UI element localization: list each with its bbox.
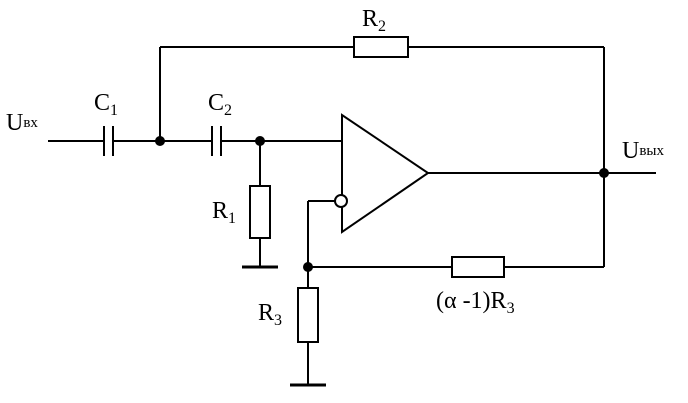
- resistor-r3: [297, 287, 319, 343]
- resistor-r1: [249, 185, 271, 239]
- label-c2: C2: [208, 90, 232, 119]
- feedback-r4-wire: [308, 173, 605, 268]
- label-r3: R3: [258, 300, 282, 329]
- junction-dot-c1-c2: [155, 136, 165, 146]
- junction-dot-output: [599, 168, 609, 178]
- resistor-alpha-r3: [451, 256, 505, 278]
- label-r2: R2: [362, 6, 386, 35]
- label-alpha-r3: (α -1)R3: [436, 288, 515, 317]
- feedback-r2-wire: [159, 46, 605, 173]
- inverting-input-wire: [307, 200, 335, 267]
- label-u-out: Uвых: [622, 138, 665, 164]
- resistor-r2: [353, 36, 409, 58]
- junction-dot-r3: [303, 262, 313, 272]
- inverting-input-bubble: [334, 194, 348, 208]
- label-r1: R1: [212, 198, 236, 227]
- label-u-in: Uвх: [6, 110, 38, 136]
- capacitor-c2: [211, 126, 222, 156]
- opamp-triangle: [341, 113, 430, 234]
- capacitor-c1: [103, 126, 114, 156]
- label-c1: C1: [94, 90, 118, 119]
- junction-dot-c2-r1: [255, 136, 265, 146]
